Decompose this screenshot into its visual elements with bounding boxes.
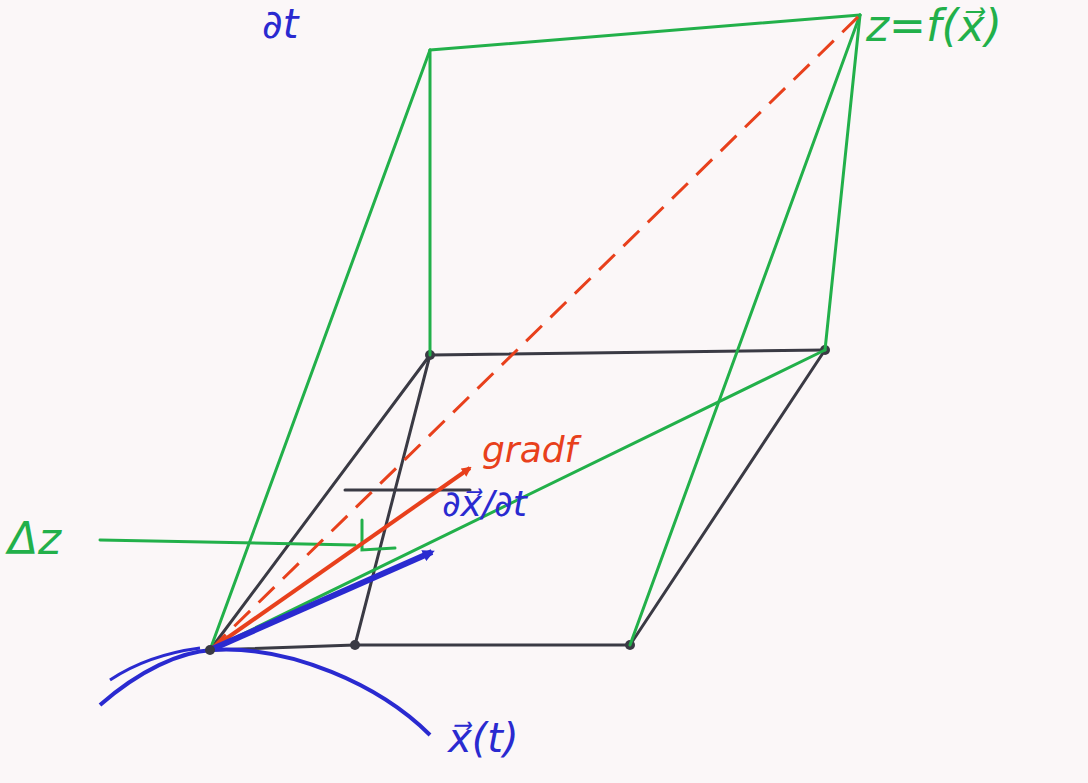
tangent-label: ∂x⃗/∂t [442, 484, 527, 524]
tangent-arrow [210, 552, 432, 650]
box-outline [100, 15, 860, 650]
partial-label: ∂t [262, 2, 298, 46]
gradient-label: gradf [482, 430, 577, 470]
curve-stroke [110, 648, 200, 680]
curve-label: x⃗(t) [448, 716, 519, 760]
diagonal-dashed [210, 15, 860, 650]
surface-label: z=f(x⃗) [866, 2, 1002, 50]
curve [100, 650, 430, 735]
gradient-arrow [210, 468, 470, 650]
delta-label: Δz [8, 515, 61, 563]
